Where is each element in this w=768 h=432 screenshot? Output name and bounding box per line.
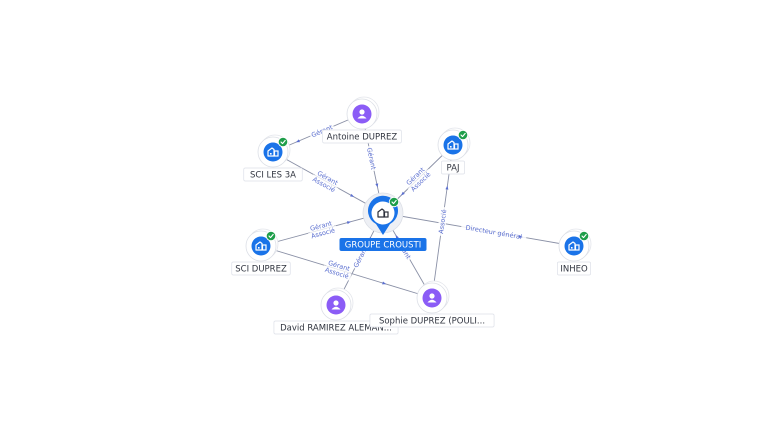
node-label: SCI LES 3A xyxy=(250,171,296,181)
node-label: Sophie DUPREZ (POULI... xyxy=(379,317,485,327)
person-icon xyxy=(331,300,341,310)
edge-label-group: Directeur général xyxy=(460,222,527,242)
node-scidup[interactable]: SCI DUPREZ xyxy=(231,228,291,276)
edge-label-group: Associé xyxy=(436,206,449,237)
edge-arrow xyxy=(346,221,351,225)
edge-label-bg xyxy=(307,218,335,233)
building-icon xyxy=(267,147,279,157)
node-center-groupe-crousti[interactable]: GROUPE CROUSTI xyxy=(339,192,427,251)
node-disc xyxy=(263,142,283,162)
edge-arrow xyxy=(375,183,379,188)
edge-label-bg xyxy=(308,122,335,140)
edge-label-bg xyxy=(407,168,434,195)
edge-label-group: Gérant xyxy=(365,145,378,172)
person-icon xyxy=(357,109,367,119)
edge-label-bg xyxy=(308,225,338,241)
node-sophie[interactable]: Sophie DUPREZ (POULI... xyxy=(369,280,495,328)
edge-arrow xyxy=(382,281,387,285)
edge-label-bg xyxy=(365,145,378,172)
nodes-layer: Antoine DUPREZ SCI LES 3A PAJ SCI DUPREZ INH… xyxy=(231,96,592,335)
node-disc xyxy=(564,236,584,256)
center-label: GROUPE CROUSTI xyxy=(345,241,421,251)
edge-label-bg xyxy=(460,222,527,242)
node-disc xyxy=(443,135,463,155)
node-label-bg xyxy=(322,129,402,144)
person-icon xyxy=(427,293,437,303)
node-antoine[interactable]: Antoine DUPREZ xyxy=(322,96,402,144)
verified-check-icon xyxy=(265,230,277,242)
node-label: INHEO xyxy=(560,265,588,275)
verified-check-icon xyxy=(578,230,590,242)
edge-arrow xyxy=(350,193,355,197)
center-label-bg xyxy=(339,238,427,251)
edge-arrow xyxy=(401,191,405,196)
node-label-bg xyxy=(273,320,399,335)
building-icon xyxy=(447,140,459,150)
edge-arrow xyxy=(518,235,523,238)
edge-label-bg xyxy=(436,206,449,237)
node-sci3a[interactable]: SCI LES 3A xyxy=(243,134,303,182)
building-icon xyxy=(255,241,267,251)
verified-check-icon xyxy=(457,129,469,141)
node-inheo[interactable]: INHEO xyxy=(557,228,592,276)
edge-label-bg xyxy=(309,174,339,195)
edge-arrow xyxy=(295,139,300,143)
node-label-bg xyxy=(231,261,291,276)
node-label: SCI DUPREZ xyxy=(235,265,287,275)
pin-inner xyxy=(371,201,395,225)
node-paj[interactable]: PAJ xyxy=(437,127,471,175)
building-icon xyxy=(377,208,389,218)
node-label-bg xyxy=(243,167,303,182)
node-label: Antoine DUPREZ xyxy=(327,133,398,143)
verified-check-icon xyxy=(277,136,289,148)
node-label-bg xyxy=(441,160,465,175)
edge-arrow xyxy=(445,185,449,190)
node-label: PAJ xyxy=(447,164,460,174)
edge-label-bg xyxy=(314,168,341,188)
edge-label-bg xyxy=(403,164,428,188)
edge-label: Associé xyxy=(437,209,448,234)
edge-label: Directeur général xyxy=(465,224,523,242)
building-icon xyxy=(568,241,580,251)
edge-label: Gérant xyxy=(365,147,378,171)
edge-label-bg xyxy=(325,258,353,274)
edge-arrow xyxy=(395,234,399,239)
node-disc xyxy=(251,236,271,256)
node-label-bg xyxy=(557,261,591,276)
node-label-bg xyxy=(369,313,495,328)
verified-check-icon xyxy=(388,196,400,208)
node-label: David RAMIREZ ALEMAN... xyxy=(280,324,392,334)
node-david[interactable]: David RAMIREZ ALEMAN... xyxy=(273,287,399,335)
edge-label-bg xyxy=(321,265,352,281)
